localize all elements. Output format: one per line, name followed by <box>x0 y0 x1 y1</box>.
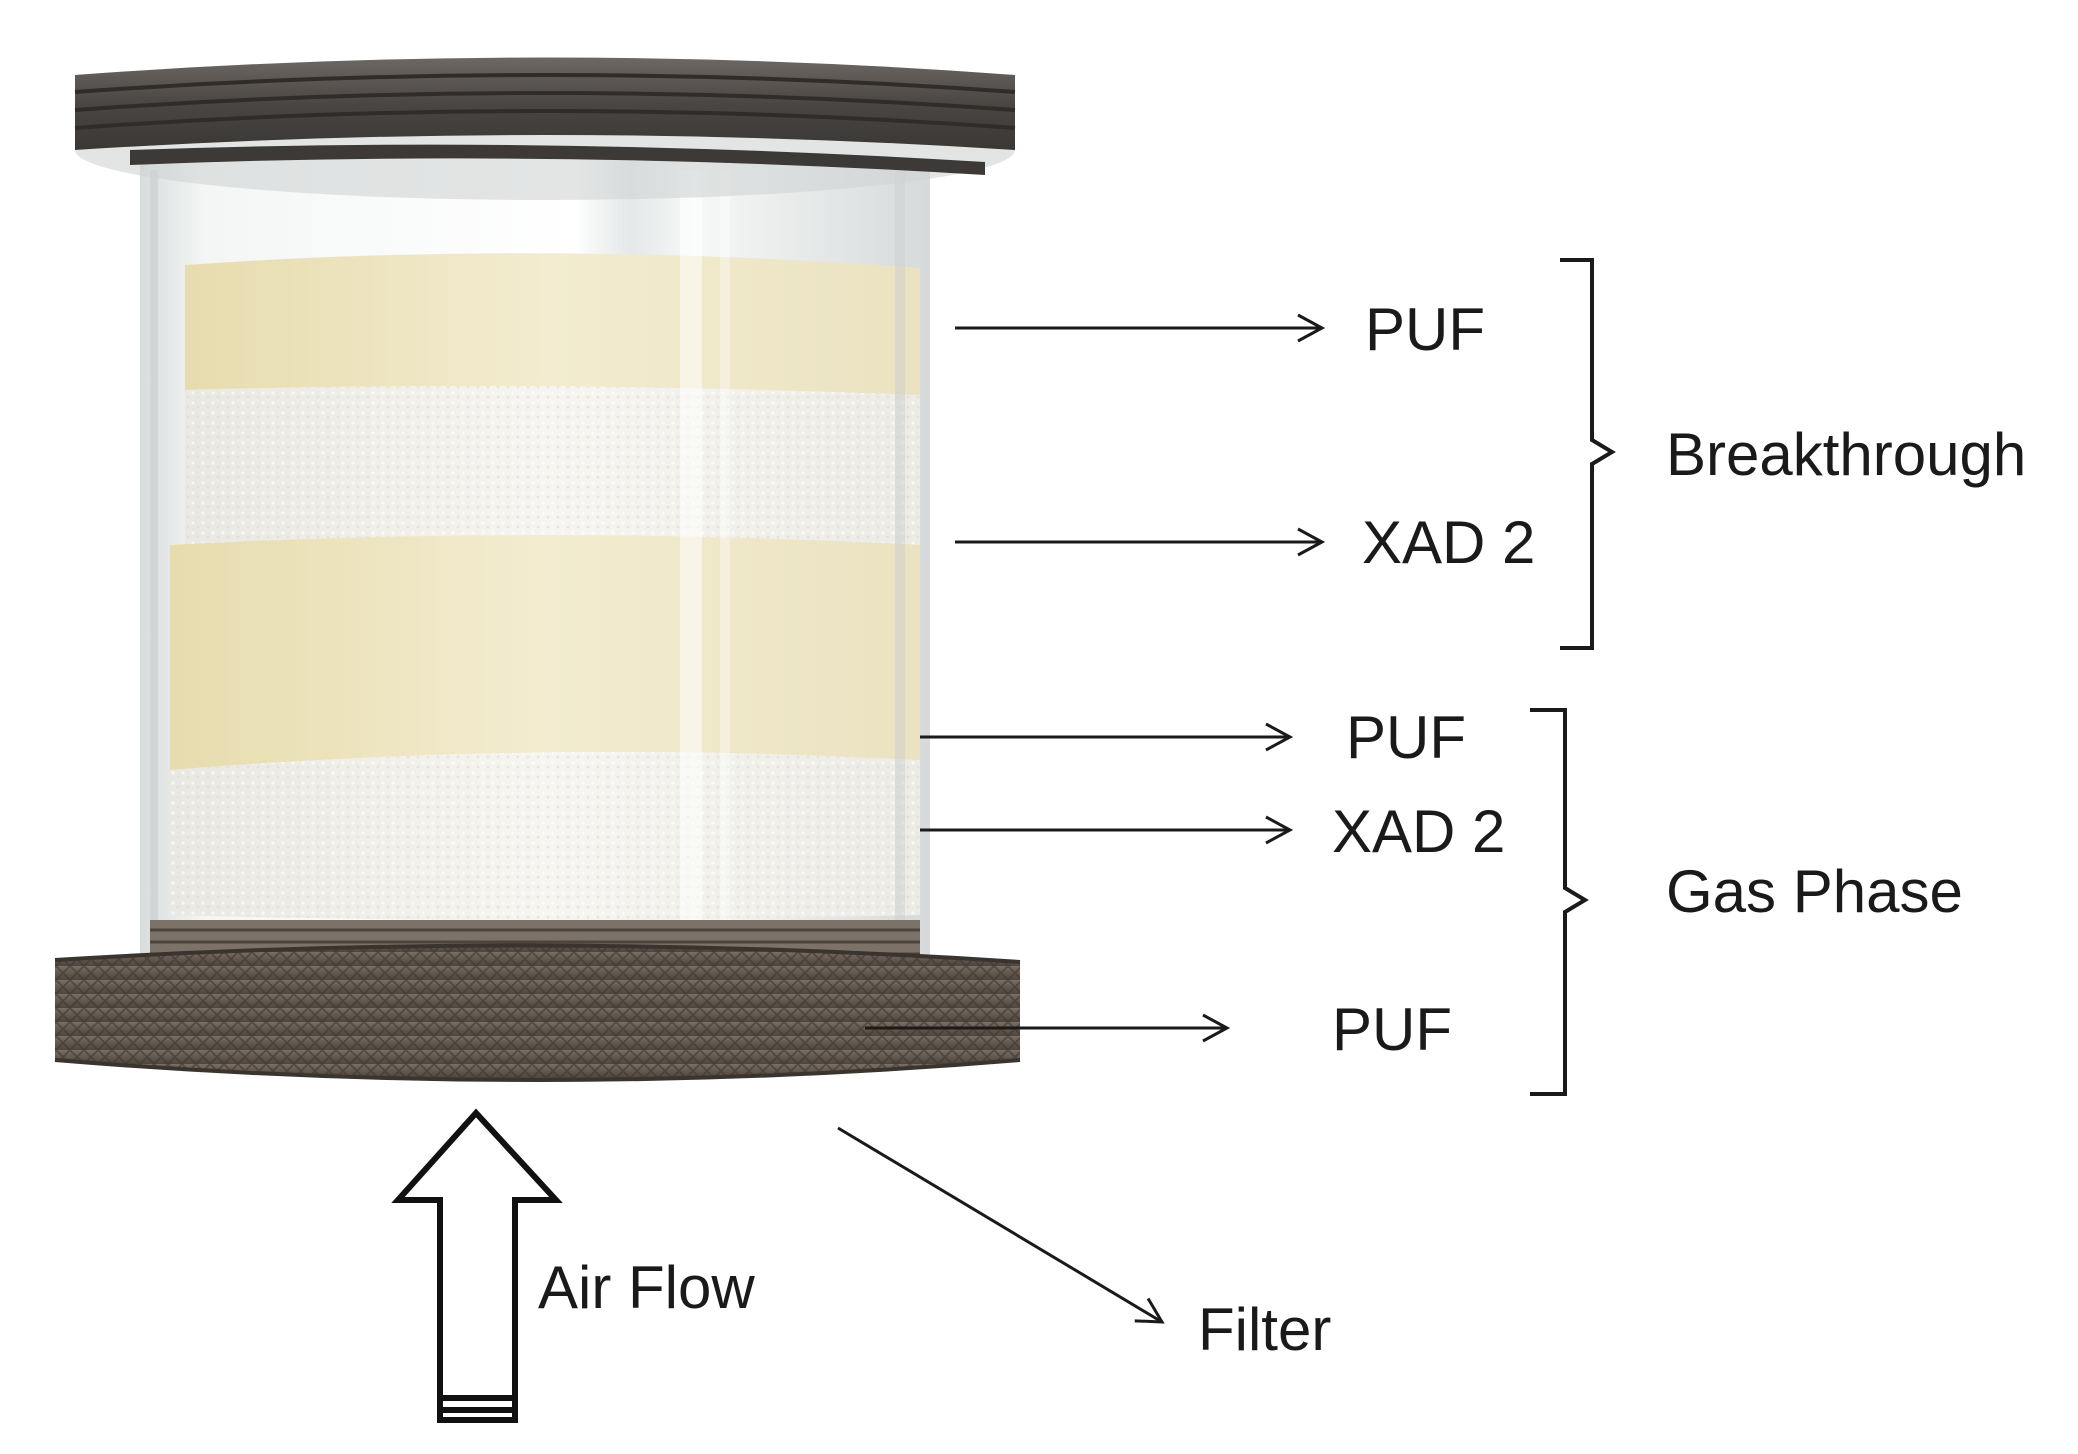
label-breakthrough-puf: PUF <box>1365 296 1485 363</box>
label-gas-puf-bottom: PUF <box>1332 996 1452 1063</box>
pointer-arrows <box>837 313 1326 1324</box>
label-gas-puf: PUF <box>1346 704 1466 771</box>
air-flow-arrow-icon <box>391 1108 563 1423</box>
gas-phase-puf-layer <box>170 535 920 770</box>
label-air-flow: Air Flow <box>538 1254 755 1321</box>
label-breakthrough-xad: XAD 2 <box>1362 509 1535 576</box>
bracket-gas-phase <box>1530 708 1589 1096</box>
bracket-breakthrough <box>1560 258 1616 650</box>
breakthrough-puf-layer <box>185 253 920 395</box>
label-gas-group: Gas Phase <box>1666 858 1963 925</box>
label-gas-xad: XAD 2 <box>1332 798 1505 865</box>
top-lid <box>74 57 1016 200</box>
label-filter: Filter <box>1198 1296 1331 1363</box>
knurled-base-ring <box>54 943 1021 1082</box>
arrow-filter <box>837 1126 1165 1324</box>
sampler-cartridge-illustration <box>54 57 1021 1082</box>
label-breakthrough-group: Breakthrough <box>1666 421 2026 488</box>
